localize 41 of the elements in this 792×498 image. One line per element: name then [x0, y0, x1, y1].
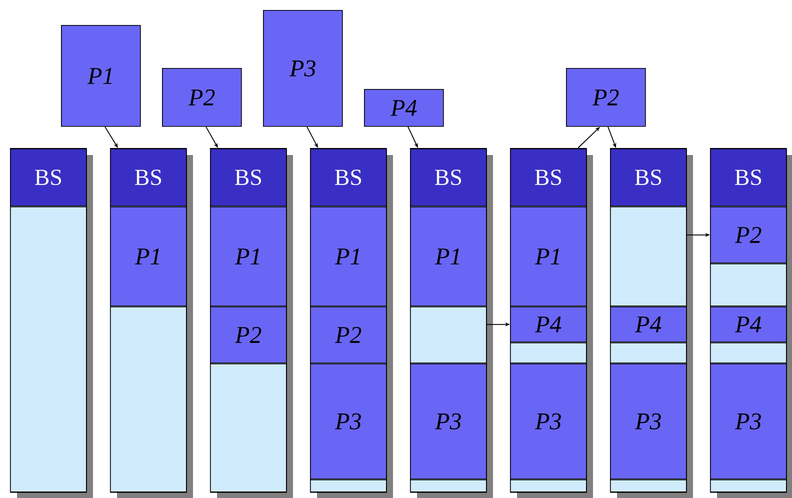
- free-block: [710, 480, 787, 492]
- free-block: [510, 480, 587, 492]
- free-block: [510, 342, 587, 364]
- os-block: BS: [210, 148, 287, 206]
- process-block: P2: [310, 306, 387, 364]
- free-block: [110, 306, 187, 492]
- free-block: [410, 480, 487, 492]
- free-block: [310, 480, 387, 492]
- os-block: BS: [610, 148, 687, 206]
- process-box: P3: [263, 10, 343, 127]
- process-block: P3: [710, 364, 787, 480]
- process-block: P3: [610, 364, 687, 480]
- free-block: [710, 264, 787, 306]
- process-box: P2: [162, 68, 242, 127]
- os-block: BS: [510, 148, 587, 206]
- process-block: P1: [110, 206, 187, 306]
- process-box: P1: [61, 25, 141, 127]
- process-block: P1: [310, 206, 387, 306]
- free-block: [610, 206, 687, 306]
- free-block: [410, 306, 487, 364]
- free-block: [210, 364, 287, 492]
- process-block: P2: [210, 306, 287, 364]
- process-block: P1: [210, 206, 287, 306]
- process-block: P4: [610, 306, 687, 342]
- process-box: P4: [364, 89, 444, 127]
- os-block: BS: [710, 148, 787, 206]
- free-block: [710, 342, 787, 364]
- os-block: BS: [410, 148, 487, 206]
- os-block: BS: [110, 148, 187, 206]
- process-block: P3: [410, 364, 487, 480]
- process-box: P2: [566, 68, 646, 127]
- free-block: [10, 206, 87, 492]
- process-block: P4: [710, 306, 787, 342]
- process-block: P1: [410, 206, 487, 306]
- os-block: BS: [310, 148, 387, 206]
- process-block: P2: [710, 206, 787, 264]
- process-block: P3: [510, 364, 587, 480]
- process-block: P4: [510, 306, 587, 342]
- os-block: BS: [10, 148, 87, 206]
- free-block: [610, 480, 687, 492]
- free-block: [610, 342, 687, 364]
